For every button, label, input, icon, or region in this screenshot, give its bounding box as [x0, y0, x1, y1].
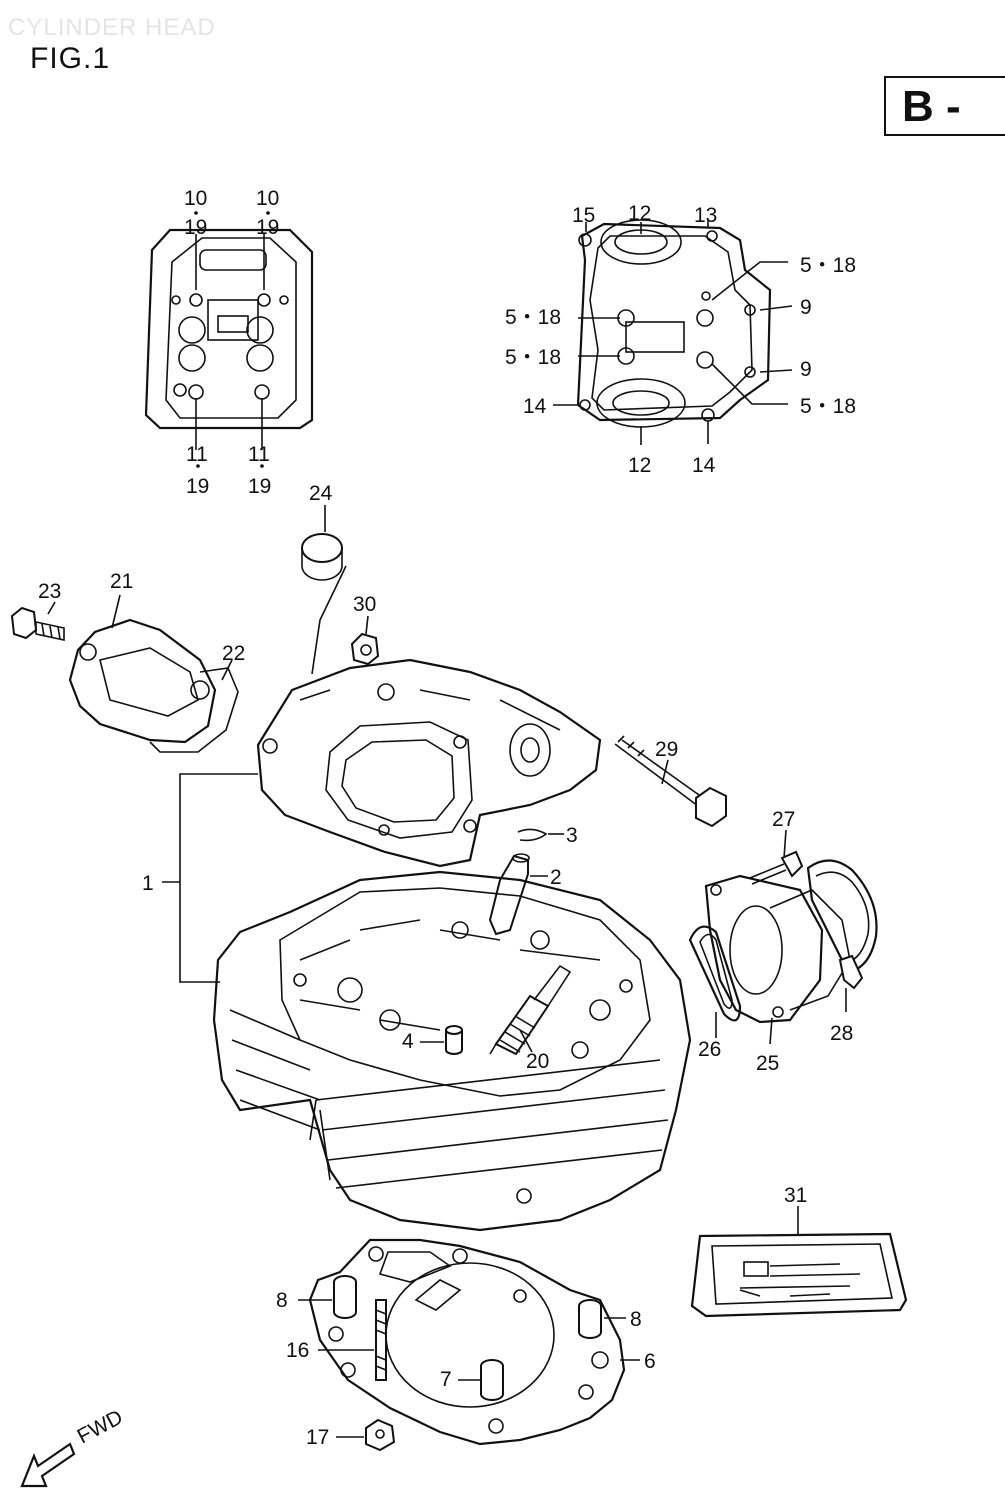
callout-17: 17	[306, 1426, 329, 1449]
callout-14: 14	[523, 395, 547, 418]
callout-9: 9	[800, 296, 812, 319]
callout-4: 4	[402, 1030, 414, 1053]
callout-31: 31	[784, 1184, 807, 1207]
head-top-view: 10 19 10 19 11 19 11 19	[144, 187, 314, 498]
upper-head-housing: 1	[142, 658, 602, 983]
callout-24: 24	[309, 482, 333, 505]
callout-11: 11	[186, 443, 208, 466]
nut-30: 30	[350, 593, 380, 666]
callout-6: 6	[644, 1350, 656, 1373]
plug-cap-24: 24	[301, 482, 347, 675]
forward-direction-indicator: FWD	[20, 1406, 127, 1488]
callout-19: 19	[184, 216, 207, 239]
bolt-27: 27	[749, 808, 804, 885]
bolt-29: 29	[614, 735, 727, 828]
callout-2: 2	[550, 866, 562, 889]
callout-15: 15	[572, 204, 595, 227]
callout-16: 16	[286, 1339, 309, 1362]
intake-group: 26 25 28	[688, 859, 878, 1075]
callout-5-18: 5・18	[505, 306, 561, 329]
caution-label-31: 31	[690, 1184, 908, 1318]
callout-29: 29	[655, 738, 678, 761]
figure-title: FIG.1	[30, 42, 111, 75]
callout-7: 7	[440, 1368, 452, 1391]
callout-28: 28	[830, 1022, 853, 1045]
section-badge: B -	[884, 76, 1005, 136]
callout-22: 22	[222, 642, 245, 665]
head-bottom-view: 15 12 13 5・18 9 5・18 5・18 9 14 5・18 12 1…	[505, 202, 856, 477]
callout-21: 21	[110, 570, 133, 593]
callout-26: 26	[698, 1038, 721, 1061]
cylinder-head: 4 20	[212, 870, 692, 1232]
callout-11: 11	[248, 443, 270, 466]
callout-19: 19	[248, 475, 271, 498]
fwd-label: FWD	[74, 1406, 127, 1449]
callout-12: 12	[628, 202, 651, 225]
head-gasket-group: 6 8 8 16 7 17	[276, 1238, 656, 1452]
callout-30: 30	[353, 593, 376, 616]
callout-8: 8	[630, 1308, 642, 1331]
callout-5-18: 5・18	[800, 395, 856, 418]
callout-14: 14	[692, 454, 716, 477]
callout-13: 13	[694, 204, 717, 227]
callout-5-18: 5・18	[505, 346, 561, 369]
callout-25: 25	[756, 1052, 779, 1075]
callout-1: 1	[142, 872, 154, 895]
callout-12: 12	[628, 454, 651, 477]
tappet-cover-group: 23 21 22	[10, 570, 245, 753]
callout-8: 8	[276, 1289, 288, 1312]
section-watermark: CYLINDER HEAD	[8, 14, 216, 41]
callout-5-18: 5・18	[800, 254, 856, 277]
callout-9: 9	[800, 358, 812, 381]
callout-19: 19	[256, 216, 279, 239]
callout-3: 3	[566, 824, 578, 847]
callout-23: 23	[38, 580, 61, 603]
callout-27: 27	[772, 808, 795, 831]
callout-19: 19	[186, 475, 209, 498]
callout-10: 10	[256, 187, 279, 210]
callout-20: 20	[526, 1050, 549, 1073]
callout-10: 10	[184, 187, 207, 210]
